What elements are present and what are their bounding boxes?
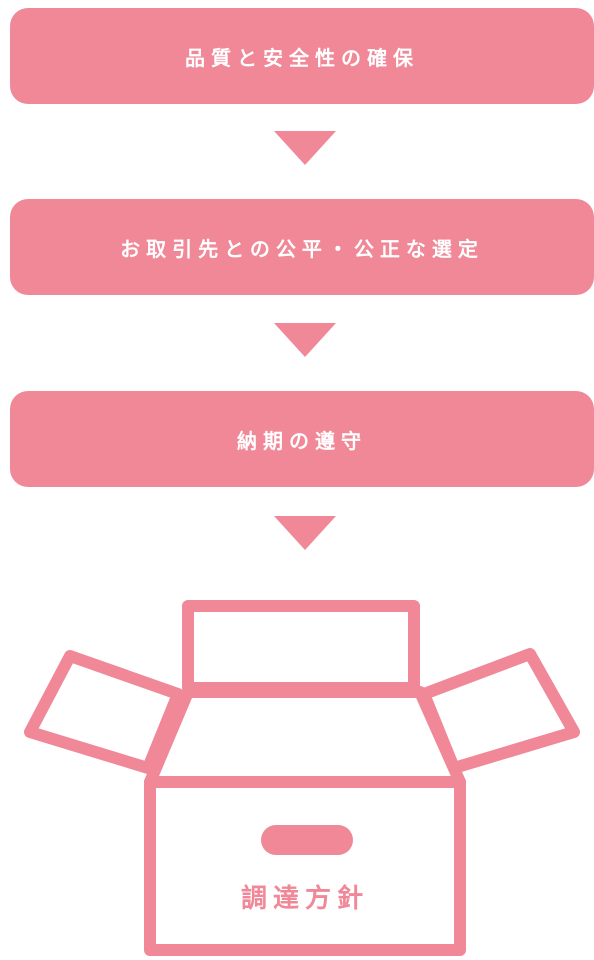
triangle-down-icon <box>274 323 336 357</box>
step-label: 品質と安全性の確保 <box>185 45 419 70</box>
step-label: 納期の遵守 <box>237 428 367 453</box>
box-right-flap <box>418 648 580 774</box>
box-label: 調達方針 <box>240 884 369 914</box>
box-handle <box>261 825 353 855</box>
step-delivery-compliance: 納期の遵守 <box>10 391 594 487</box>
box-opening <box>144 686 466 788</box>
open-box-icon <box>24 600 580 956</box>
box-front <box>144 776 466 956</box>
step-quality-safety: 品質と安全性の確保 <box>10 8 594 104</box>
box-left-flap <box>24 650 184 774</box>
triangle-down-icon <box>274 131 336 165</box>
step-label: お取引先との公平・公正な選定 <box>120 236 484 261</box>
step-fair-selection: お取引先との公平・公正な選定 <box>10 199 594 295</box>
box-back-flap <box>182 600 420 694</box>
triangle-down-icon <box>274 516 336 550</box>
